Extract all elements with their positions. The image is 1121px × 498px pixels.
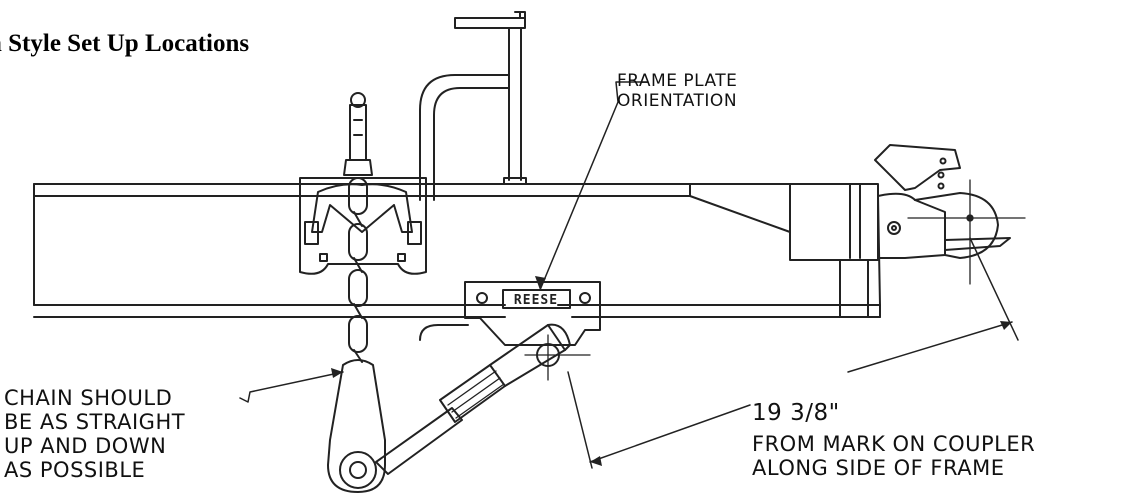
frame-rail: [33, 183, 881, 318]
frame-plate-label-line: ORIENTATION: [617, 91, 738, 111]
measurement-label-line: ALONG SIDE OF FRAME: [752, 456, 1005, 480]
leader-lines: [239, 81, 649, 403]
frame-plate-icon: [419, 281, 601, 346]
frame-plate-label-line: FRAME PLATE: [617, 71, 738, 91]
chain-note-line: AS POSSIBLE: [4, 458, 146, 482]
frame-plate-orientation-label: FRAME PLATE ORIENTATION: [617, 73, 737, 113]
c-clamp-icon: [419, 11, 527, 201]
pivot-icon: [524, 334, 591, 381]
chain-bracket-icon: [299, 92, 427, 275]
chain-note-line: CHAIN SHOULD: [4, 386, 173, 410]
coupler-icon: [689, 144, 1011, 318]
measurement-label-line: FROM MARK ON COUPLER: [752, 432, 1036, 456]
spring-bar-end-icon: [327, 359, 386, 493]
chain-icon: [348, 177, 368, 363]
chain-note-line: UP AND DOWN: [4, 434, 167, 458]
coupler-mark-icon: [907, 179, 1026, 285]
measurement-label: FROM MARK ON COUPLER ALONG SIDE OF FRAME: [752, 434, 1035, 482]
measurement-value: 19 3/8": [752, 400, 840, 426]
chain-note-label: CHAIN SHOULD BE AS STRAIGHT UP AND DOWN …: [4, 388, 185, 484]
chain-note-line: BE AS STRAIGHT: [4, 410, 186, 434]
page-title: n Style Set Up Locations: [0, 30, 250, 57]
